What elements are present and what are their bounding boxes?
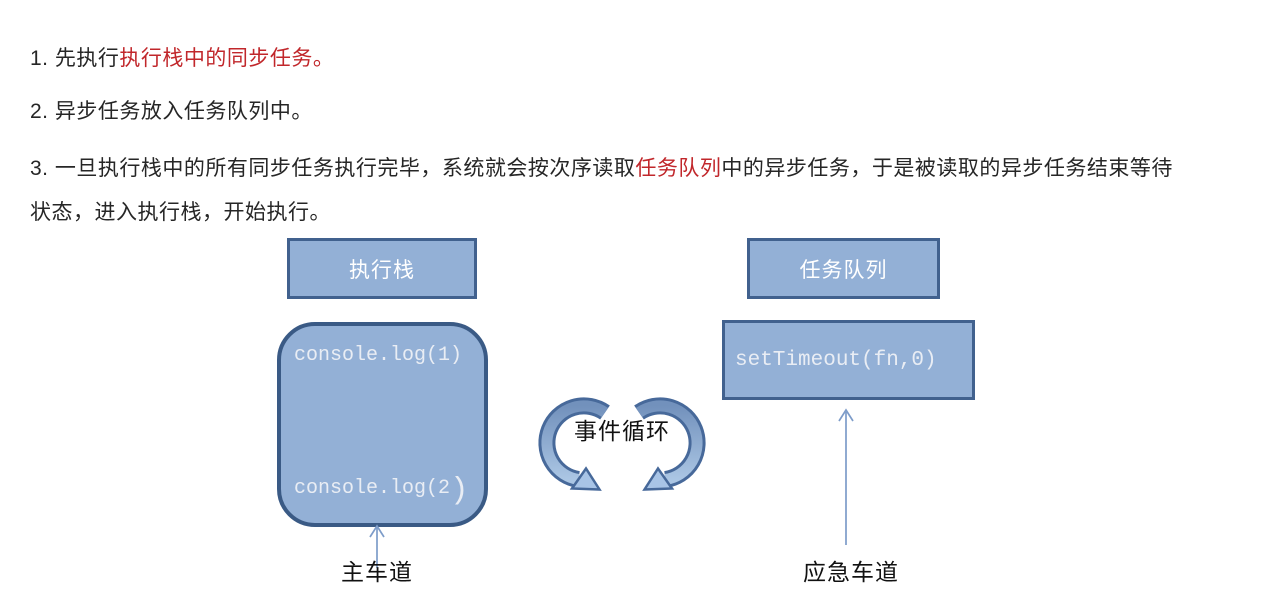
event-loop-label: 事件循环 (574, 418, 670, 444)
event-loop-symbol: 事件循环 (531, 389, 713, 501)
paragraph-2: 2. 异步任务放入任务队列中。 (30, 95, 1255, 125)
paragraph-2-text: 2. 异步任务放入任务队列中。 (30, 100, 313, 123)
paragraph-3-text-c: 状态，进入执行栈，开始执行。 (30, 201, 331, 224)
main-lane-up-arrow-icon (369, 524, 385, 568)
event-loop-arrows-icon (538, 397, 706, 491)
task-queue-header-label: 任务队列 (799, 258, 888, 282)
paragraph-3: 3. 一旦执行栈中的所有同步任务执行完毕，系统就会按次序读取任务队列中的异步任务… (30, 147, 1255, 235)
paragraph-3-text-b: 中的异步任务，于是被读取的异步任务结束等待 (721, 157, 1173, 180)
paragraph-3-text-a: 3. 一旦执行栈中的所有同步任务执行完毕，系统就会按次序读取 (30, 157, 636, 180)
emergency-lane-label: 应急车道 (803, 559, 899, 585)
execution-stack-header-label: 执行栈 (349, 258, 415, 282)
emergency-lane-up-arrow-icon (838, 408, 854, 545)
paragraph-3-highlight: 任务队列 (635, 157, 722, 180)
stack-code-line-2-text: console.log(2 (294, 477, 451, 500)
task-queue-box: setTimeout(fn,0) (722, 320, 975, 400)
execution-stack-header-box: 执行栈 (287, 238, 477, 299)
stack-code-line-2-paren: ) (450, 473, 469, 508)
paragraph-1-text: 1. 先执行 (30, 47, 120, 70)
stack-code-line-1: console.log(1) (294, 344, 463, 367)
execution-stack-box: console.log(1) console.log(2) (277, 322, 488, 527)
paragraph-1-highlight: 执行栈中的同步任务。 (119, 47, 335, 70)
paragraph-1: 1. 先执行执行栈中的同步任务。 (30, 42, 1255, 72)
task-queue-header-box: 任务队列 (747, 238, 940, 299)
queue-code-line: setTimeout(fn,0) (735, 348, 937, 372)
stack-code-line-2: console.log(2) (294, 475, 469, 506)
main-lane-label: 主车道 (341, 559, 413, 585)
